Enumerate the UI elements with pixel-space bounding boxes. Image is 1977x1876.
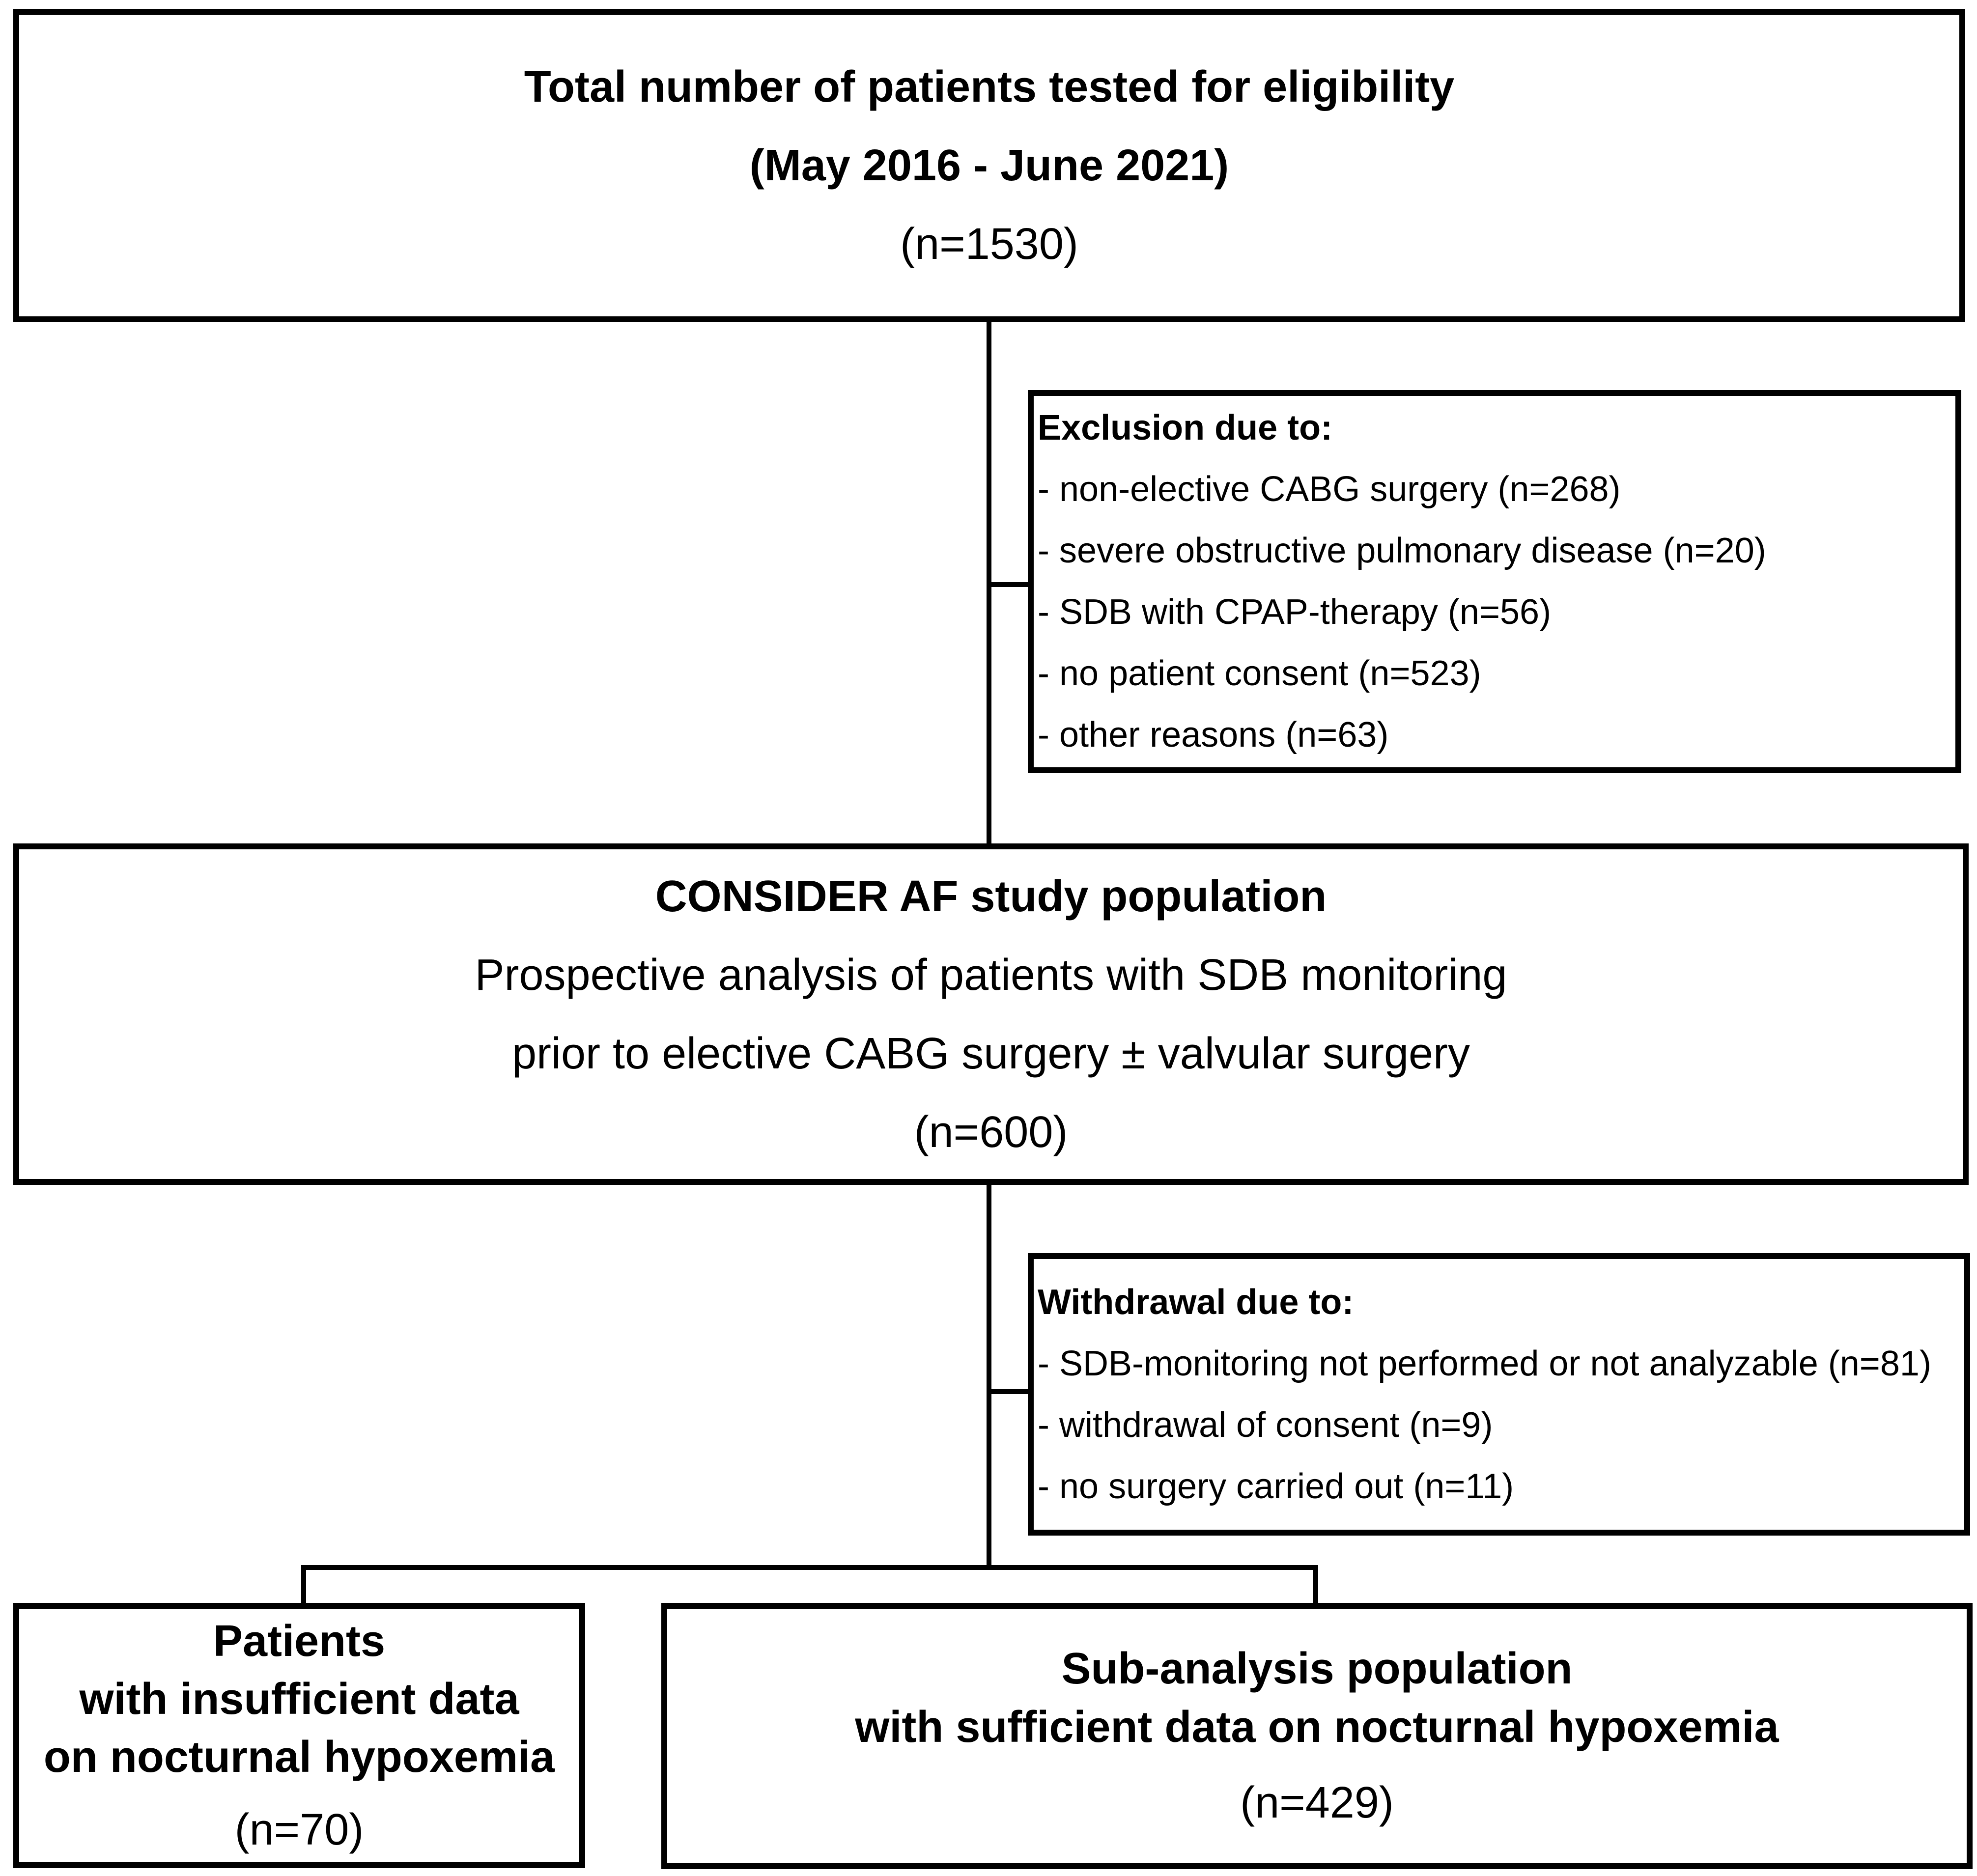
withdrawal-title: Withdrawal due to: xyxy=(1038,1282,1354,1322)
insufficient-data-count: (n=70) xyxy=(234,1805,364,1854)
eligibility-count: (n=1530) xyxy=(900,220,1078,269)
connector-exclusion-branch xyxy=(987,582,1032,587)
study-population-box: CONSIDER AF study population Prospective… xyxy=(13,843,1969,1185)
connector-study-to-split xyxy=(987,1181,991,1570)
withdrawal-item: - no surgery carried out (n=11) xyxy=(1038,1466,1514,1506)
sub-analysis-count: (n=429) xyxy=(1240,1778,1394,1827)
exclusion-item: - non-elective CABG surgery (n=268) xyxy=(1038,470,1621,509)
withdrawal-box: Withdrawal due to: - SDB-monitoring not … xyxy=(1028,1253,1970,1536)
connector-split-horizontal xyxy=(301,1565,1318,1570)
study-population-title: CONSIDER AF study population xyxy=(655,871,1327,921)
study-population-count: (n=600) xyxy=(914,1107,1068,1157)
connector-right-drop xyxy=(1313,1565,1318,1604)
withdrawal-item: - SDB-monitoring not performed or not an… xyxy=(1038,1344,1931,1383)
withdrawal-item: - withdrawal of consent (n=9) xyxy=(1038,1405,1493,1445)
exclusion-title: Exclusion due to: xyxy=(1038,408,1333,448)
sub-analysis-title: Sub-analysis population xyxy=(1061,1644,1573,1693)
sub-analysis-desc: with sufficient data on nocturnal hypoxe… xyxy=(855,1703,1779,1752)
study-population-desc-1: Prospective analysis of patients with SD… xyxy=(475,950,1507,1000)
eligibility-box: Total number of patients tested for elig… xyxy=(13,9,1965,322)
insufficient-data-line2: with insufficient data xyxy=(79,1675,519,1724)
eligibility-period: (May 2016 - June 2021) xyxy=(749,141,1229,190)
insufficient-data-line3: on nocturnal hypoxemia xyxy=(43,1733,555,1782)
exclusion-item: - SDB with CPAP-therapy (n=56) xyxy=(1038,592,1552,632)
exclusion-box: Exclusion due to: - non-elective CABG su… xyxy=(1028,390,1961,773)
insufficient-data-line1: Patients xyxy=(213,1617,386,1666)
exclusion-item: - no patient consent (n=523) xyxy=(1038,654,1481,693)
connector-withdrawal-branch xyxy=(987,1389,1032,1394)
insufficient-data-box: Patients with insufficient data on noctu… xyxy=(13,1603,585,1868)
eligibility-title: Total number of patients tested for elig… xyxy=(524,62,1455,112)
connector-left-drop xyxy=(301,1565,306,1604)
exclusion-item: - severe obstructive pulmonary disease (… xyxy=(1038,531,1766,570)
exclusion-item: - other reasons (n=63) xyxy=(1038,715,1389,755)
sub-analysis-box: Sub-analysis population with sufficient … xyxy=(661,1603,1973,1869)
study-population-desc-2: prior to elective CABG surgery ± valvula… xyxy=(511,1029,1470,1078)
